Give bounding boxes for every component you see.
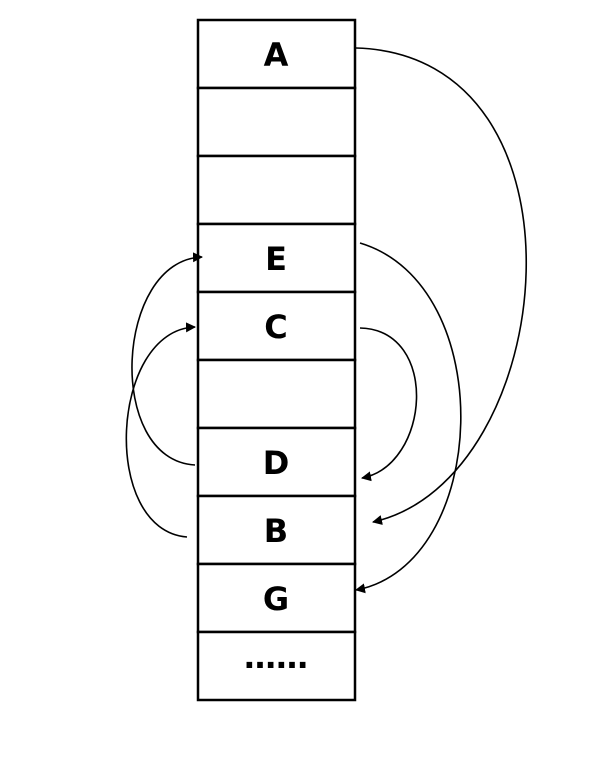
cell-label: C xyxy=(264,308,287,346)
cell-label: B xyxy=(264,512,288,550)
cell-4: E xyxy=(196,222,357,294)
cell-8: B xyxy=(196,494,357,566)
pointer-arrow-d-to-e xyxy=(131,252,203,466)
cell-label: …… xyxy=(244,638,308,676)
cell-1: A xyxy=(196,18,357,90)
cell-label: D xyxy=(263,444,290,482)
cell-2 xyxy=(196,86,357,158)
cell-7: D xyxy=(196,426,357,498)
pointer-arrow-a-to-b xyxy=(355,47,527,525)
cell-3 xyxy=(196,154,357,226)
cell-10: …… xyxy=(196,630,357,702)
pointer-arrow-e-to-g xyxy=(355,242,462,594)
pointer-arrow-b-to-c xyxy=(125,322,196,538)
cell-9: G xyxy=(196,562,357,634)
cell-label: G xyxy=(263,580,289,618)
cell-5: C xyxy=(196,290,357,362)
cell-label: A xyxy=(264,36,289,74)
cell-label: E xyxy=(265,240,287,278)
cell-6 xyxy=(196,358,357,430)
pointer-arrow-c-to-d xyxy=(359,327,418,482)
